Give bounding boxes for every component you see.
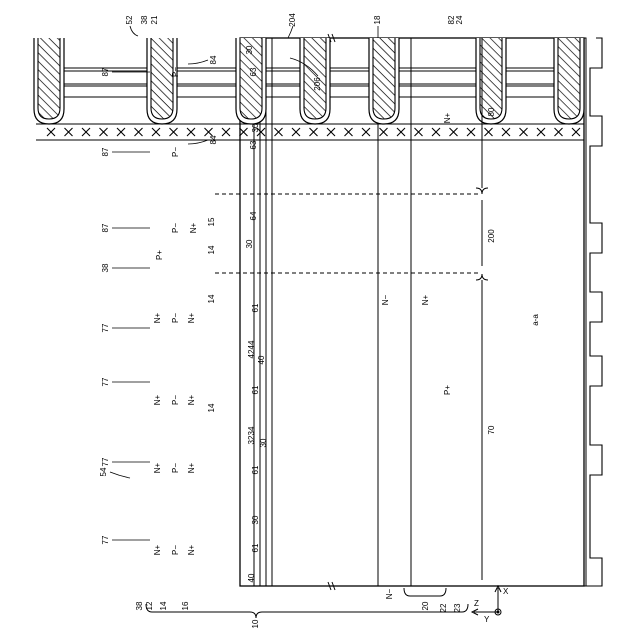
dop-pminus-5: P−	[171, 223, 180, 233]
ref-18: 18	[373, 15, 382, 24]
dop-nminus-1: N−	[381, 294, 390, 305]
ref-77-3: 77	[101, 457, 110, 466]
ref-30-1: 30	[245, 45, 254, 54]
ref-204: 204	[288, 13, 297, 27]
ref-40-bottom: 40	[247, 573, 256, 582]
dop-pplus-2: P+	[443, 385, 452, 395]
dop-pminus-7: P−	[171, 147, 180, 157]
axis-label-x: X	[503, 587, 509, 596]
ref-77-4: 77	[101, 535, 110, 544]
ref-61-3: 61	[251, 465, 260, 474]
ref-14-b: 14	[207, 294, 216, 303]
ref-87-3: 87	[101, 223, 110, 232]
dop-pminus-3: P−	[171, 463, 180, 473]
ref-38-top: 38	[140, 15, 149, 24]
ref-38-bottom: 38	[135, 601, 144, 610]
dop-nplus-9: N+	[189, 222, 198, 233]
dop-pminus-6: P−	[171, 67, 180, 77]
ref-84-2: 84	[209, 135, 218, 144]
ref-30-2: 30	[251, 123, 260, 132]
dop-pminus-1: P−	[171, 313, 180, 323]
ref-63-2: 63	[249, 140, 258, 149]
device-rotated-group	[34, 34, 602, 590]
dop-pplus-1: P+	[155, 250, 164, 260]
dop-nplus-7: N+	[153, 544, 162, 555]
dop-nplus-6: N+	[187, 462, 196, 473]
ref-14-a: 14	[207, 245, 216, 254]
ref-87-1: 87	[101, 67, 110, 76]
ref-206: 206	[313, 77, 322, 91]
ref-10: 10	[251, 619, 260, 628]
axis-label-z: Z	[474, 599, 479, 608]
axis-label-y: Y	[484, 615, 490, 624]
ref-23: 23	[453, 603, 462, 612]
figure-caption: a-a	[531, 314, 540, 326]
ref-34: 34	[247, 426, 256, 435]
ref-40-mid: 40	[257, 355, 266, 364]
ref-54: 54	[99, 467, 108, 476]
ref-61-1: 61	[251, 303, 260, 312]
dop-nplus-8: N+	[187, 544, 196, 555]
dop-nplus-3: N+	[153, 394, 162, 405]
dop-nminus-2: N−	[385, 588, 394, 599]
ref-63-1: 63	[249, 67, 258, 76]
ref-20: 20	[421, 601, 430, 610]
trench-3	[369, 38, 399, 124]
dop-nplus-5: N+	[153, 462, 162, 473]
ref-52: 52	[125, 15, 134, 24]
lifetime-control-region-204	[36, 124, 584, 140]
ref-200: 200	[487, 229, 496, 243]
ref-30-4: 30	[259, 438, 268, 447]
ref-77-2: 77	[101, 377, 110, 386]
dop-pminus-4: P−	[171, 545, 180, 555]
ref-61-4: 61	[251, 543, 260, 552]
trench-7	[34, 38, 64, 124]
emitter-electrode-52	[584, 38, 602, 586]
ref-84-1: 84	[209, 55, 218, 64]
ref-14-d: 14	[159, 601, 168, 610]
ref-15: 15	[207, 217, 216, 226]
trench-gates	[34, 38, 584, 124]
semiconductor-body	[240, 38, 584, 586]
ref-30-3: 30	[245, 239, 254, 248]
ref-14-c: 14	[207, 403, 216, 412]
ref-80: 80	[487, 107, 496, 116]
ref-21: 21	[150, 15, 159, 24]
ref-44: 44	[247, 340, 256, 349]
trench-6	[147, 38, 177, 124]
ref-24: 24	[455, 15, 464, 24]
ref-70: 70	[487, 425, 496, 434]
ref-16: 16	[181, 601, 190, 610]
dop-nplus-11: N+	[443, 112, 452, 123]
dop-nplus-1: N+	[153, 312, 162, 323]
ref-64: 64	[249, 211, 258, 220]
dop-pminus-2: P−	[171, 395, 180, 405]
dop-nplus-2: N+	[187, 312, 196, 323]
ref-22: 22	[439, 603, 448, 612]
ref-87-2: 87	[101, 147, 110, 156]
bottom-brace-10	[146, 588, 468, 618]
ref-38-mid: 38	[101, 263, 110, 272]
dop-nplus-10: N+	[421, 294, 430, 305]
ref-30-5: 30	[251, 515, 260, 524]
trench-1	[554, 38, 584, 124]
ref-61-2: 61	[251, 385, 260, 394]
dop-nplus-4: N+	[187, 394, 196, 405]
ref-77-1: 77	[101, 323, 110, 332]
ref-12: 12	[145, 601, 154, 610]
